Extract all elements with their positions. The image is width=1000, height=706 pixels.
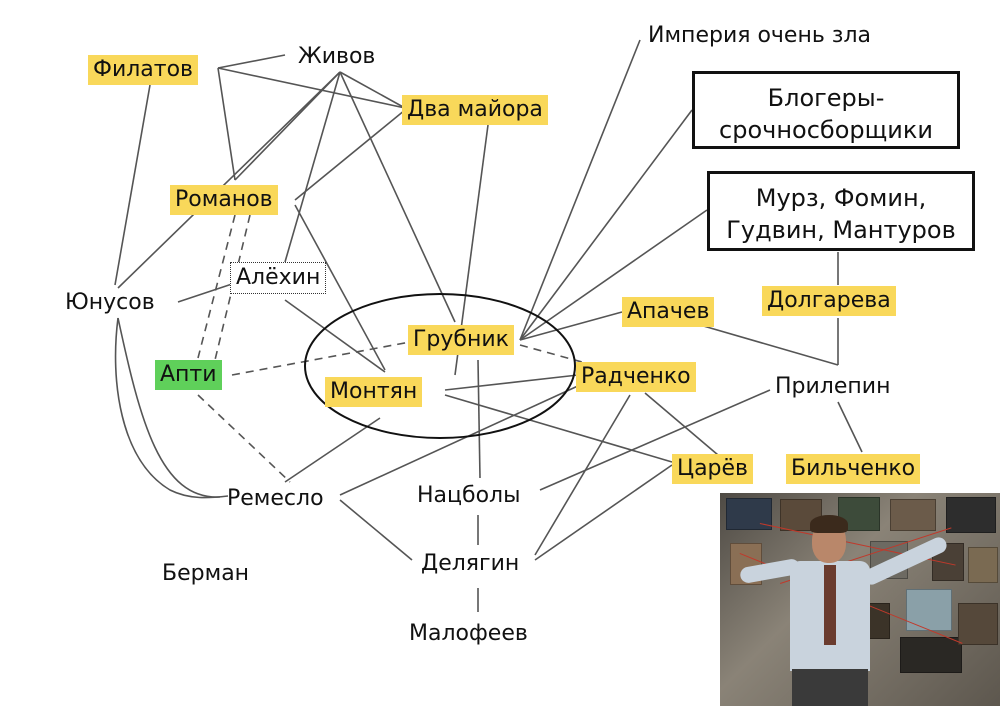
node-montyan: Монтян xyxy=(325,377,423,407)
edge xyxy=(519,109,693,341)
node-bilchenko: Бильченко xyxy=(786,454,921,484)
edge xyxy=(339,71,456,323)
node-dolgareva: Долгарева xyxy=(762,286,896,316)
node-murz-line1: Мурз, Фомин, xyxy=(755,184,927,212)
node-zhivov: Живов xyxy=(298,44,376,69)
node-delyagin: Делягин xyxy=(421,551,520,576)
pinned-photo xyxy=(890,499,936,531)
node-blogery-line2: срочносборщики xyxy=(719,116,933,145)
node-remeslo: Ремесло xyxy=(227,486,324,511)
edge xyxy=(519,311,623,341)
node-tsaryov: Царёв xyxy=(672,454,754,484)
edge xyxy=(539,389,771,491)
node-murz-line2: Гудвин, Мантуров xyxy=(726,216,956,245)
edge xyxy=(644,392,719,456)
pinned-photo xyxy=(946,497,996,533)
node-filatov: Филатов xyxy=(88,55,199,85)
edge xyxy=(534,464,673,561)
node-grubnik: Грубник xyxy=(408,325,514,355)
edge xyxy=(444,374,579,391)
edge xyxy=(284,417,381,483)
edge xyxy=(114,317,229,499)
node-murz-group: Мурз, Фомин, Гудвин, Мантуров xyxy=(707,171,975,251)
node-berman: Берман xyxy=(162,561,250,586)
edge xyxy=(339,499,413,561)
edge xyxy=(477,359,481,479)
edge xyxy=(519,209,708,341)
dashed-edge xyxy=(197,214,236,359)
edge xyxy=(177,283,233,303)
edge xyxy=(444,394,673,463)
node-apti: Апти xyxy=(155,360,222,390)
pinned-photo xyxy=(958,603,998,645)
node-yunusov: Юнусов xyxy=(65,290,155,315)
central-ellipse xyxy=(304,293,576,439)
node-malofeev: Малофеев xyxy=(409,621,528,646)
conspiracy-board-meme-image xyxy=(720,493,1000,706)
pinned-photo xyxy=(968,547,998,583)
man-pants xyxy=(792,669,868,706)
edge xyxy=(284,299,386,373)
edge xyxy=(217,67,236,181)
dashed-edge xyxy=(519,344,583,363)
edge xyxy=(217,54,286,69)
node-dva-mayora: Два майора xyxy=(402,95,548,125)
node-radchenko: Радченко xyxy=(576,362,696,392)
edge xyxy=(534,394,631,556)
pinned-photo xyxy=(906,589,952,631)
edge xyxy=(339,71,406,109)
edge xyxy=(699,324,839,366)
node-blogery-line1: Блогеры- xyxy=(767,84,885,112)
dashed-edge xyxy=(231,341,411,376)
edge xyxy=(294,109,406,201)
edge xyxy=(294,204,386,371)
node-prilepin: Прилепин xyxy=(775,374,891,399)
edge xyxy=(837,401,863,453)
pinned-photo xyxy=(780,499,822,531)
node-apachev: Апачев xyxy=(622,297,715,327)
node-alekhin: Алёхин xyxy=(230,262,327,294)
dashed-edge xyxy=(197,394,291,483)
node-natsboly: Нацболы xyxy=(417,483,521,508)
edge xyxy=(519,39,641,341)
node-blogery: Блогеры- срочносборщики xyxy=(692,71,960,149)
man-hair xyxy=(810,515,848,533)
edge xyxy=(114,84,151,286)
edge xyxy=(217,67,406,109)
edge xyxy=(339,384,581,496)
pinned-photo xyxy=(900,637,962,673)
man-tie xyxy=(824,565,836,645)
edge xyxy=(117,317,221,498)
edge xyxy=(284,71,341,263)
edge xyxy=(117,71,341,289)
node-imperiya: Империя очень зла xyxy=(648,23,872,48)
node-romanov: Романов xyxy=(170,185,278,215)
